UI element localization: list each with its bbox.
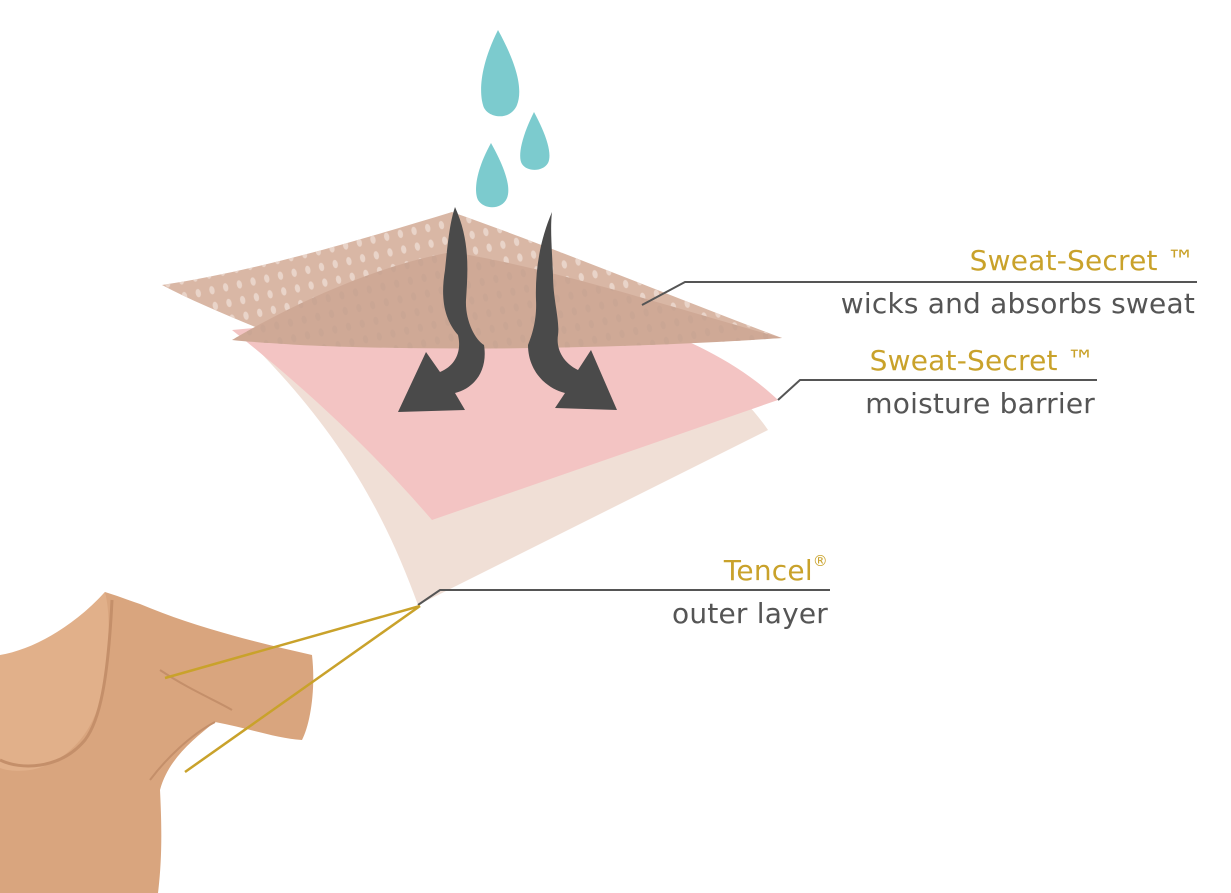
label-tencel-title-text: Tencel [723,554,813,587]
label-moisture-barrier: Sweat-Secret ™ moisture barrier [865,344,1095,420]
t-shirt-image [0,592,314,893]
label-moisture-barrier-title: Sweat-Secret ™ [869,344,1095,377]
label-wicking-description: wicks and absorbs sweat [840,287,1195,320]
leader-line-moisture-barrier [777,379,1097,401]
label-wicking: Sweat-Secret ™ wicks and absorbs sweat [841,244,1195,320]
registered-mark: ® [812,551,828,570]
water-drop-icon [476,30,550,208]
layer-wicking [162,212,782,349]
curved-arrow-icon [398,207,617,412]
layer-moisture-barrier [232,300,778,520]
label-tencel-description: outer layer [672,597,828,630]
leader-line-shirt-2 [184,604,421,774]
leader-line-wicking [641,281,1197,306]
label-tencel-title: Tencel® [672,551,828,587]
leader-line-shirt-1 [164,604,421,680]
leader-line-tencel [417,589,830,606]
leader-lines [164,281,1197,774]
label-wicking-title: Sweat-Secret ™ [969,244,1195,277]
label-tencel: Tencel® outer layer [672,551,828,630]
label-moisture-barrier-description: moisture barrier [865,387,1095,420]
